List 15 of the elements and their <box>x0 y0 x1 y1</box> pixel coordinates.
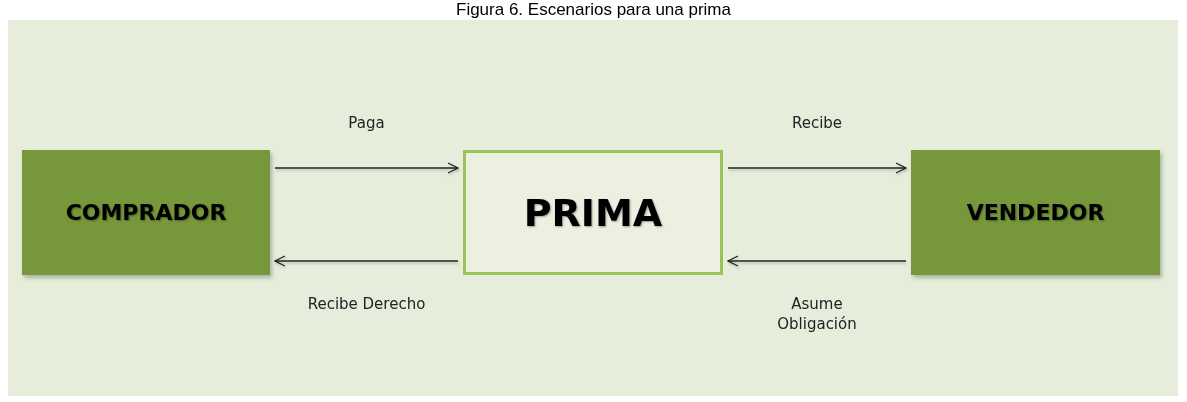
node-label: COMPRADOR <box>65 200 227 225</box>
actor-box <box>911 150 1160 275</box>
arrow <box>274 162 459 174</box>
figure-title: Figura 6. Escenarios para una prima <box>455 0 732 20</box>
edge-label: Recibe <box>790 113 844 133</box>
edge-label: Recibe Derecho <box>306 294 427 314</box>
edge-label: Paga <box>347 113 386 133</box>
arrow <box>274 255 459 267</box>
arrow <box>727 162 907 174</box>
arrow <box>727 255 907 267</box>
actor-box <box>22 150 270 275</box>
node-label: VENDEDOR <box>966 200 1105 225</box>
concept-box <box>463 150 723 275</box>
node-label: PRIMA <box>523 190 663 235</box>
edge-label: Asume Obligación <box>776 294 858 334</box>
